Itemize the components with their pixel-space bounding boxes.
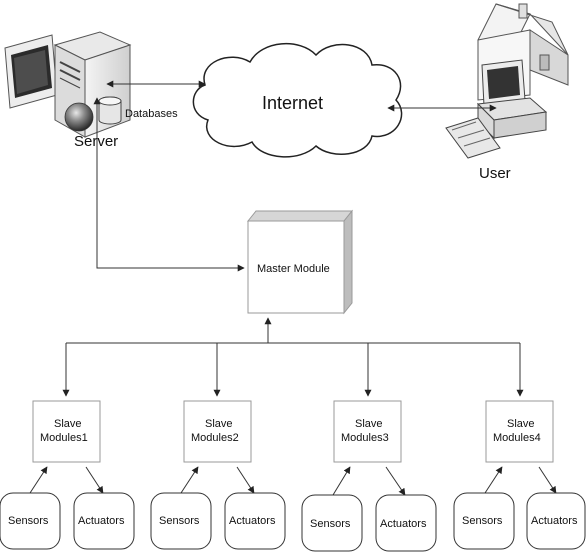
slave-4-sensors-link: [484, 466, 503, 494]
user-computer-icon: [445, 59, 548, 159]
sensors-node-2: [150, 492, 212, 550]
sensors-node-3: [301, 494, 363, 552]
master-module-box: [246, 209, 354, 315]
slave-2-sensors-link: [180, 466, 199, 494]
slave-4-label-line1: Slave: [507, 418, 535, 430]
actuators-2-label: Actuators: [229, 515, 276, 527]
sensors-node-4: [453, 492, 515, 550]
actuators-node-4: [526, 492, 586, 550]
databases-label: Databases: [125, 108, 178, 120]
server-master-link: [93, 97, 245, 272]
slave-3-sensors-link: [332, 466, 351, 496]
slave-3-label-line2: Modules3: [341, 432, 389, 444]
slave-module-1: [32, 400, 101, 463]
sensors-1-label: Sensors: [8, 515, 49, 527]
actuators-node-1: [73, 492, 135, 550]
master-module-label: Master Module: [257, 263, 330, 275]
slave-3-label-line1: Slave: [355, 418, 383, 430]
globe-icon: [64, 102, 94, 132]
actuators-4-label: Actuators: [531, 515, 578, 527]
slave-module-4: [485, 400, 554, 463]
slave-1-label-line2: Modules1: [40, 432, 88, 444]
sensors-4-label: Sensors: [462, 515, 503, 527]
slave-4-actuators-link: [538, 466, 557, 494]
slave-3-actuators-link: [385, 466, 406, 496]
slave-module-2: [183, 400, 252, 463]
slave-2-label-line2: Modules2: [191, 432, 239, 444]
connectors: [62, 80, 524, 397]
actuators-node-2: [224, 492, 286, 550]
slave-module-3: [333, 400, 402, 463]
sensors-node-1: [0, 492, 61, 550]
slave-4-label-line2: Modules4: [493, 432, 541, 444]
server-label: Server: [74, 133, 118, 150]
database-icon: [98, 96, 122, 125]
sensors-2-label: Sensors: [159, 515, 200, 527]
slave-2-actuators-link: [236, 466, 255, 494]
slave-1-actuators-link: [85, 466, 104, 494]
slave-2-label-line1: Slave: [205, 418, 233, 430]
slave-1-label-line1: Slave: [54, 418, 82, 430]
user-label: User: [479, 165, 511, 182]
actuators-1-label: Actuators: [78, 515, 125, 527]
actuators-3-label: Actuators: [380, 518, 427, 530]
actuators-node-3: [375, 494, 437, 552]
sensors-3-label: Sensors: [310, 518, 351, 530]
internet-label: Internet: [262, 93, 323, 113]
server-computer-icon: [4, 31, 132, 138]
slave-1-sensors-link: [29, 466, 48, 494]
